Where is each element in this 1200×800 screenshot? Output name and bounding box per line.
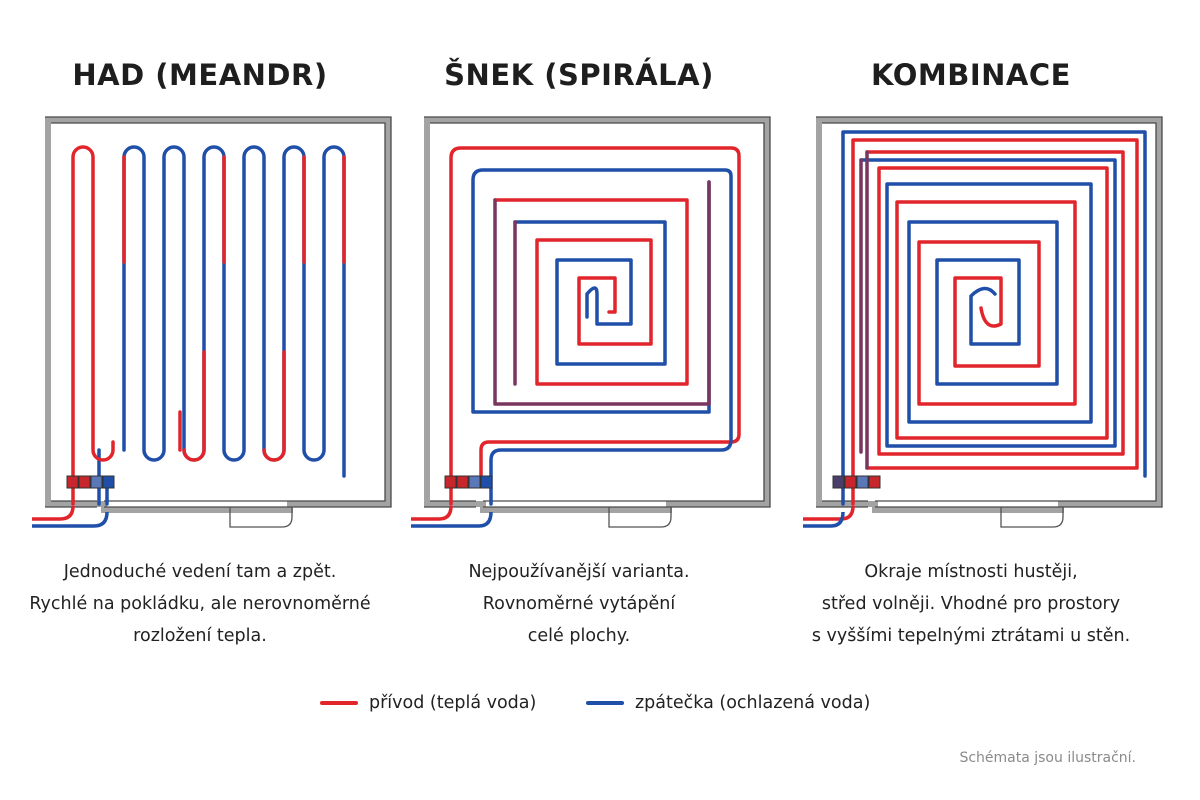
legend-item-return: zpátečka (ochlazená voda) bbox=[586, 688, 870, 718]
description-line: Jednoduché vedení tam a zpět. bbox=[63, 562, 337, 582]
manifold bbox=[444, 475, 493, 489]
legend-item-supply: přívod (teplá voda) bbox=[320, 688, 536, 718]
illustration-note: Schémata jsou ilustrační. bbox=[959, 750, 1136, 766]
panel-title-spiral: ŠNEK (SPIRÁLA) bbox=[444, 58, 714, 92]
panel-combination: KOMBINACE Okraje místnosti hustěji, stře… bbox=[771, 0, 1171, 660]
manifold bbox=[832, 475, 881, 489]
heating-pipe bbox=[32, 145, 346, 528]
description-line: Rovnoměrné vytápění bbox=[482, 594, 676, 614]
legend-label-return: zpátečka (ochlazená voda) bbox=[635, 693, 871, 713]
description-line: Nejpoužívanější varianta. bbox=[468, 562, 690, 582]
panel-description-combination: Okraje místnosti hustěji, střed volněji.… bbox=[771, 556, 1171, 652]
legend: přívod (teplá voda) zpátečka (ochlazená … bbox=[0, 688, 1200, 718]
heating-pipe bbox=[803, 130, 1147, 528]
heating-pipe bbox=[411, 146, 741, 528]
description-line: rozložení tepla. bbox=[133, 626, 267, 646]
return-line-swatch bbox=[586, 701, 624, 705]
panel-description-spiral: Nejpoužívanější varianta. Rovnoměrné vyt… bbox=[379, 556, 779, 652]
description-line: s vyššími tepelnými ztrátami u stěn. bbox=[811, 626, 1131, 646]
supply-line-swatch bbox=[320, 701, 358, 705]
panel-meandr: HAD (MEANDR) Jednoduché vedení tam a zpě… bbox=[0, 0, 400, 660]
description-line: Okraje místnosti hustěji, bbox=[864, 562, 1078, 582]
room-walls bbox=[45, 116, 392, 528]
legend-label-supply: přívod (teplá voda) bbox=[369, 693, 537, 713]
panel-description-meandr: Jednoduché vedení tam a zpět. Rychlé na … bbox=[0, 556, 400, 652]
description-line: střed volněji. Vhodné pro prostory bbox=[821, 594, 1121, 614]
room-diagram-meandr bbox=[32, 116, 392, 528]
panel-title-meandr: HAD (MEANDR) bbox=[72, 58, 328, 92]
description-line: celé plochy. bbox=[527, 626, 631, 646]
room-diagram-combination bbox=[803, 116, 1163, 528]
description-line: Rychlé na pokládku, ale nerovnoměrné bbox=[29, 594, 371, 614]
panel-spiral: ŠNEK (SPIRÁLA) Nejpoužívanější varianta.… bbox=[379, 0, 779, 660]
panel-title-combination: KOMBINACE bbox=[871, 58, 1071, 92]
manifold bbox=[66, 475, 115, 489]
room-diagram-spiral bbox=[411, 116, 771, 528]
room-walls bbox=[424, 116, 771, 528]
